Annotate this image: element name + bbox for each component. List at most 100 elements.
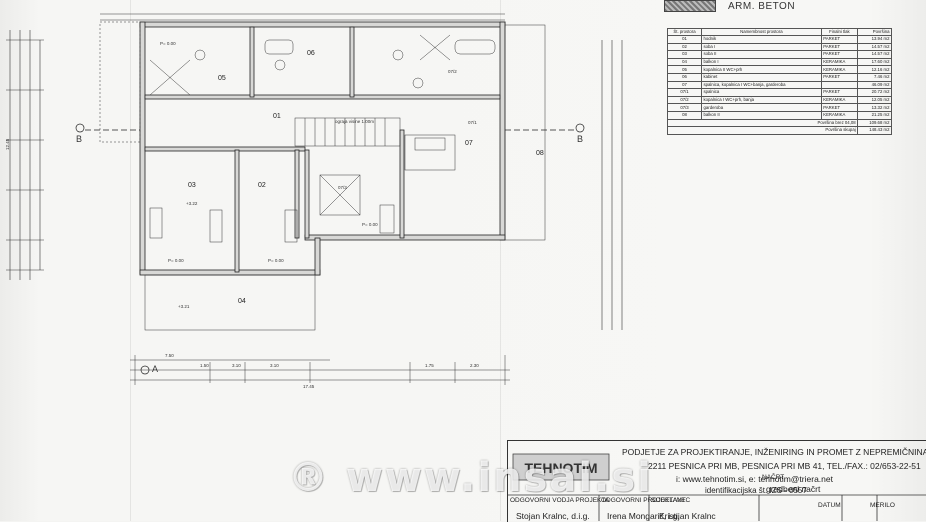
company-line: PODJETJE ZA PROJEKTIRANJE, INŽENIRING IN…	[622, 447, 926, 457]
room-name-cell: kabinet	[701, 72, 822, 82]
company-line: i: www.tehnotim.si, e: tehnotim@triera.n…	[676, 474, 833, 484]
room-no-cell: 01	[667, 35, 702, 44]
area-cell: 17.60 m2	[857, 57, 892, 67]
room-number: 08	[536, 150, 544, 157]
room-no-cell: 07	[667, 80, 702, 90]
room-no-cell: 03	[667, 50, 702, 59]
company-line: identifikacijska št. IZS - 0557	[705, 486, 807, 495]
company-line: 2211 PESNICA PRI MB, PESNICA PRI MB 41, …	[648, 461, 921, 471]
room-no-cell: 07/2	[667, 95, 702, 105]
dimension-bottom: 3.10	[270, 363, 279, 368]
dimension-bottom: 1.75	[425, 363, 434, 368]
room-number: 05	[218, 75, 226, 82]
floor-cell: KERAMIKA	[820, 57, 859, 67]
level-mark: +3.21	[178, 304, 190, 309]
room-name-cell: balkon I	[701, 57, 822, 67]
room-name-cell: kopalnica I WC+prh, banja	[701, 95, 822, 105]
total-value: 109.68 m2	[857, 118, 892, 128]
floor-cell: KERAMIKA	[820, 110, 859, 120]
room-name-cell: kopalnica II WC+prh	[701, 65, 822, 74]
total-label: Površina skupaj	[666, 126, 859, 135]
room-name-cell: garderoba	[701, 103, 822, 112]
company-logo: TEHNOTIM	[512, 453, 610, 481]
area-cell: 12.05 m2	[857, 95, 892, 105]
paper-fold	[130, 0, 131, 521]
room-no-cell: 08	[667, 110, 702, 120]
column-header: Namembnost prostora	[701, 28, 822, 36]
area-cell: 13.32 m2	[857, 103, 892, 112]
title-block-label: ODGOVORNI PROJEKTANT	[601, 497, 686, 504]
total-label: Površina brez 04,08	[666, 118, 859, 128]
title-block-label: MERILO	[870, 502, 895, 509]
floor-cell: PARKET	[820, 103, 859, 112]
title-block-label: SODELAVEC	[651, 497, 691, 504]
floor-cell: KERAMIKA	[820, 65, 859, 74]
title-block-label: DATUM	[818, 502, 841, 509]
level-mark: P= 0.00	[168, 258, 184, 263]
room-name-cell: spalnica, kopalnica I WC+banja, garderob…	[701, 80, 822, 90]
title-block-value: Stojan Kralnc, d.i.g.	[516, 511, 590, 521]
legend-label: ARM. BETON	[728, 1, 796, 12]
area-cell: 13.94 m2	[857, 35, 892, 44]
dimension-bottom: 2.30	[470, 363, 479, 368]
dimension-bottom: 3.10	[232, 363, 241, 368]
title-block-label: NAČRT	[762, 474, 785, 481]
column-header: Površina	[857, 28, 892, 36]
floor-cell: PARKET	[820, 72, 859, 82]
room-name-cell: spalnica	[701, 88, 822, 97]
area-cell: 21.25 m2	[857, 110, 892, 120]
room-no-cell: 04	[667, 57, 702, 67]
section-mark: B	[577, 134, 584, 144]
area-cell: 12.16 m2	[857, 65, 892, 74]
floor-cell: PARKET	[820, 50, 859, 59]
room-name-cell: balkon II	[701, 110, 822, 120]
floor-cell	[820, 80, 859, 90]
dimension-bottom: 1.50	[200, 363, 209, 368]
stair-note: ograja visine 1.00m	[335, 119, 375, 124]
floor-cell: PARKET	[820, 88, 859, 97]
subroom-number: 07/3	[338, 185, 347, 190]
level-mark: P= 0.00	[160, 41, 176, 46]
room-no-cell: 06	[667, 72, 702, 82]
floor-cell: PARKET	[820, 35, 859, 44]
room-name-cell: hodnik	[701, 35, 822, 44]
title-block	[507, 440, 926, 522]
area-cell: 46.09 m2	[857, 80, 892, 90]
logo-text: TEHNOTIM	[524, 460, 597, 476]
total-value: 148.43 m2	[857, 126, 892, 135]
section-mark: A	[152, 364, 159, 374]
floor-cell: KERAMIKA	[820, 95, 859, 105]
column-header: Št. prostora	[667, 28, 702, 36]
title-block-value: Irena Mongarič, i.g.	[607, 511, 680, 521]
level-mark: +3.22	[186, 201, 198, 206]
room-number: 01	[273, 113, 281, 120]
table-header-row: Št. prostora Namembnost prostora Finalni…	[667, 28, 892, 36]
watermark: ® www.insai.si	[288, 455, 653, 501]
subroom-number: 07/2	[448, 69, 457, 74]
area-cell: 14.57 m2	[857, 50, 892, 59]
title-block-value: Kristijan Kralnc	[659, 511, 716, 521]
title-block-grid	[507, 494, 926, 521]
floor-cell: PARKET	[820, 42, 859, 52]
area-cell: 7.46 m2	[857, 72, 892, 82]
paper-fold	[500, 0, 501, 521]
room-number: 07	[465, 140, 473, 147]
concrete-hatch-swatch	[664, 0, 716, 12]
room-no-cell: 05	[667, 65, 702, 74]
room-schedule-table: Št. prostora Namembnost prostora Finalni…	[666, 28, 892, 135]
dimension-left: 12.45	[5, 138, 10, 150]
level-mark: P= 0.00	[268, 258, 284, 263]
title-block-label: ODGOVORNI VODJA PROJEKTA	[510, 497, 610, 504]
section-mark: B	[76, 134, 83, 144]
